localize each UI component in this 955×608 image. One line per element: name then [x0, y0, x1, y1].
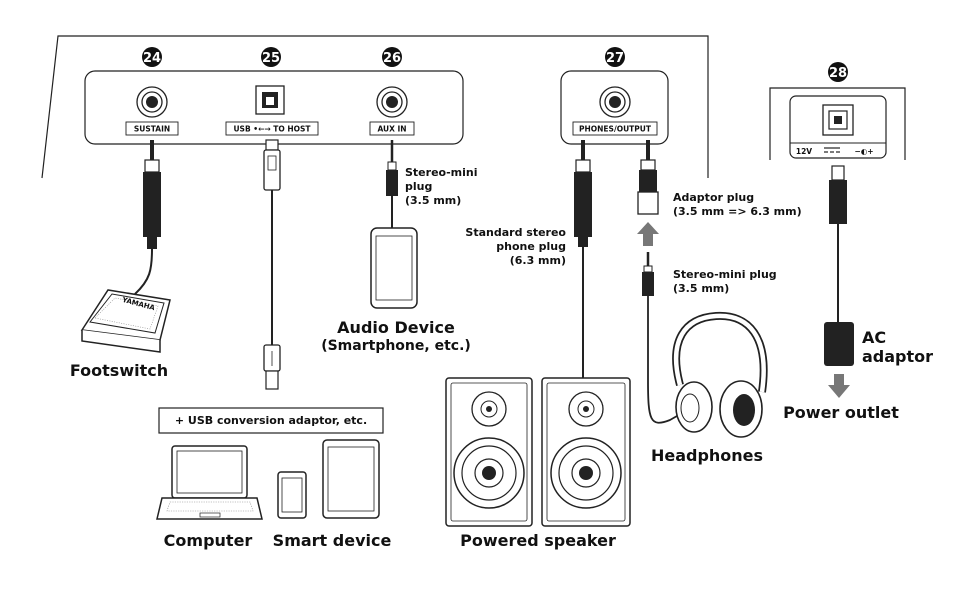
instrument-rear-panel [41, 35, 709, 179]
up-arrow-icon [637, 222, 659, 246]
svg-text:27: 27 [606, 51, 624, 66]
laptop-icon [156, 445, 263, 520]
down-arrow-icon [828, 374, 850, 398]
computer-label: Computer [164, 531, 253, 550]
usb-a-plug-icon [263, 344, 281, 390]
footswitch-icon: YAMAHA [80, 289, 171, 353]
audio-device-label: Audio Device [337, 318, 455, 337]
headphones-label: Headphones [651, 446, 763, 465]
audio-device-sublabel: (Smartphone, etc.) [321, 338, 471, 354]
badge-27: 27 [605, 47, 625, 67]
headphone-mini-plug-icon [642, 252, 654, 296]
headphone-cable [647, 296, 685, 424]
standard-plug-label-line3: (6.3 mm) [510, 254, 566, 267]
dc-voltage-label: 12V [796, 147, 812, 156]
badge-24: 24 [142, 47, 162, 67]
aux-in-jack[interactable]: AUX IN [369, 86, 415, 136]
phones-output-label: PHONES/OUTPUT [579, 125, 652, 134]
dc-polarity-label: −◐+ [854, 147, 873, 156]
usb-to-host-label: USB •←→ TO HOST [233, 125, 311, 134]
dc-in-panel: 12V −◐+ [769, 87, 906, 160]
powered-speaker-label: Powered speaker [460, 531, 616, 550]
smart-device-label: Smart device [273, 531, 392, 550]
dc-plug-icon [829, 165, 847, 224]
sustain-plug-icon [143, 140, 161, 249]
standard-plug-label-line1: Standard stereo [465, 226, 566, 239]
svg-text:26: 26 [383, 51, 401, 66]
dc-symbol-icon [824, 147, 840, 153]
left-speaker-icon [445, 377, 533, 527]
power-outlet-label: Power outlet [783, 403, 899, 422]
footswitch-label: Footswitch [70, 361, 168, 380]
ac-adaptor-label-line1: AC [862, 328, 886, 347]
adaptor-plug-label-line1: Adaptor plug [673, 191, 754, 204]
stereo-mini-plug-label-line3: (3.5 mm) [405, 194, 461, 207]
stereo-mini-plug-label-line2: plug [405, 180, 432, 193]
ac-adaptor-icon [824, 322, 854, 366]
badge-25: 25 [261, 47, 281, 67]
sustain-label: SUSTAIN [134, 125, 170, 134]
sustain-jack[interactable]: SUSTAIN [125, 86, 179, 136]
mini-plug-label-line2: (3.5 mm) [673, 282, 729, 295]
tablet-icon [322, 439, 380, 519]
usb-adaptor-label: + USB conversion adaptor, etc. [175, 414, 367, 427]
ac-adaptor-label-line2: adaptor [862, 347, 933, 366]
badge-28: 28 [828, 62, 848, 82]
aux-mini-plug-icon [386, 140, 398, 196]
adaptor-plug-label-line2: (3.5 mm => 6.3 mm) [673, 205, 802, 218]
badge-26: 26 [382, 47, 402, 67]
svg-text:28: 28 [829, 66, 847, 81]
usb-adaptor-box [158, 407, 384, 434]
usb-b-plug-icon [263, 139, 281, 191]
mini-plug-label-line1: Stereo-mini plug [673, 268, 777, 281]
phones-output-jack[interactable]: PHONES/OUTPUT [572, 86, 658, 136]
svg-text:25: 25 [262, 51, 280, 66]
dc-in-jack[interactable] [822, 104, 854, 136]
headphones-icon [672, 311, 768, 438]
svg-text:24: 24 [143, 51, 161, 66]
smartphone-icon [277, 471, 307, 519]
adaptor-plug-icon [637, 140, 659, 215]
usb-to-host-port[interactable]: USB •←→ TO HOST [225, 85, 319, 136]
audio-device-icon [370, 227, 418, 309]
stereo-mini-plug-label-line1: Stereo-mini [405, 166, 477, 179]
footswitch-cable [134, 248, 153, 295]
standard-stereo-plug-icon [574, 140, 592, 247]
aux-in-label: AUX IN [377, 125, 406, 134]
standard-plug-label-line2: phone plug [496, 240, 566, 253]
right-speaker-icon [541, 377, 631, 527]
